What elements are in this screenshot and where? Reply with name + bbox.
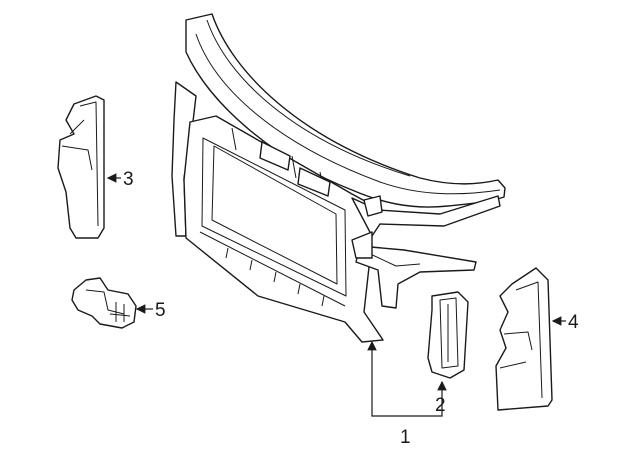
callout-5: 5 (155, 300, 166, 321)
leader-1b (406, 380, 447, 417)
hood-latch-bracket (71, 277, 137, 329)
callout-3: 3 (123, 169, 134, 190)
callout-4: 4 (568, 312, 579, 333)
radiator-support (171, 13, 506, 343)
callout-1: 1 (400, 427, 411, 448)
left-air-deflector (57, 95, 105, 239)
leader-1 (367, 340, 406, 417)
callout-2: 2 (435, 395, 446, 416)
support-bracket (427, 291, 469, 379)
leader-lines (106, 173, 566, 417)
right-air-deflector (495, 267, 553, 411)
